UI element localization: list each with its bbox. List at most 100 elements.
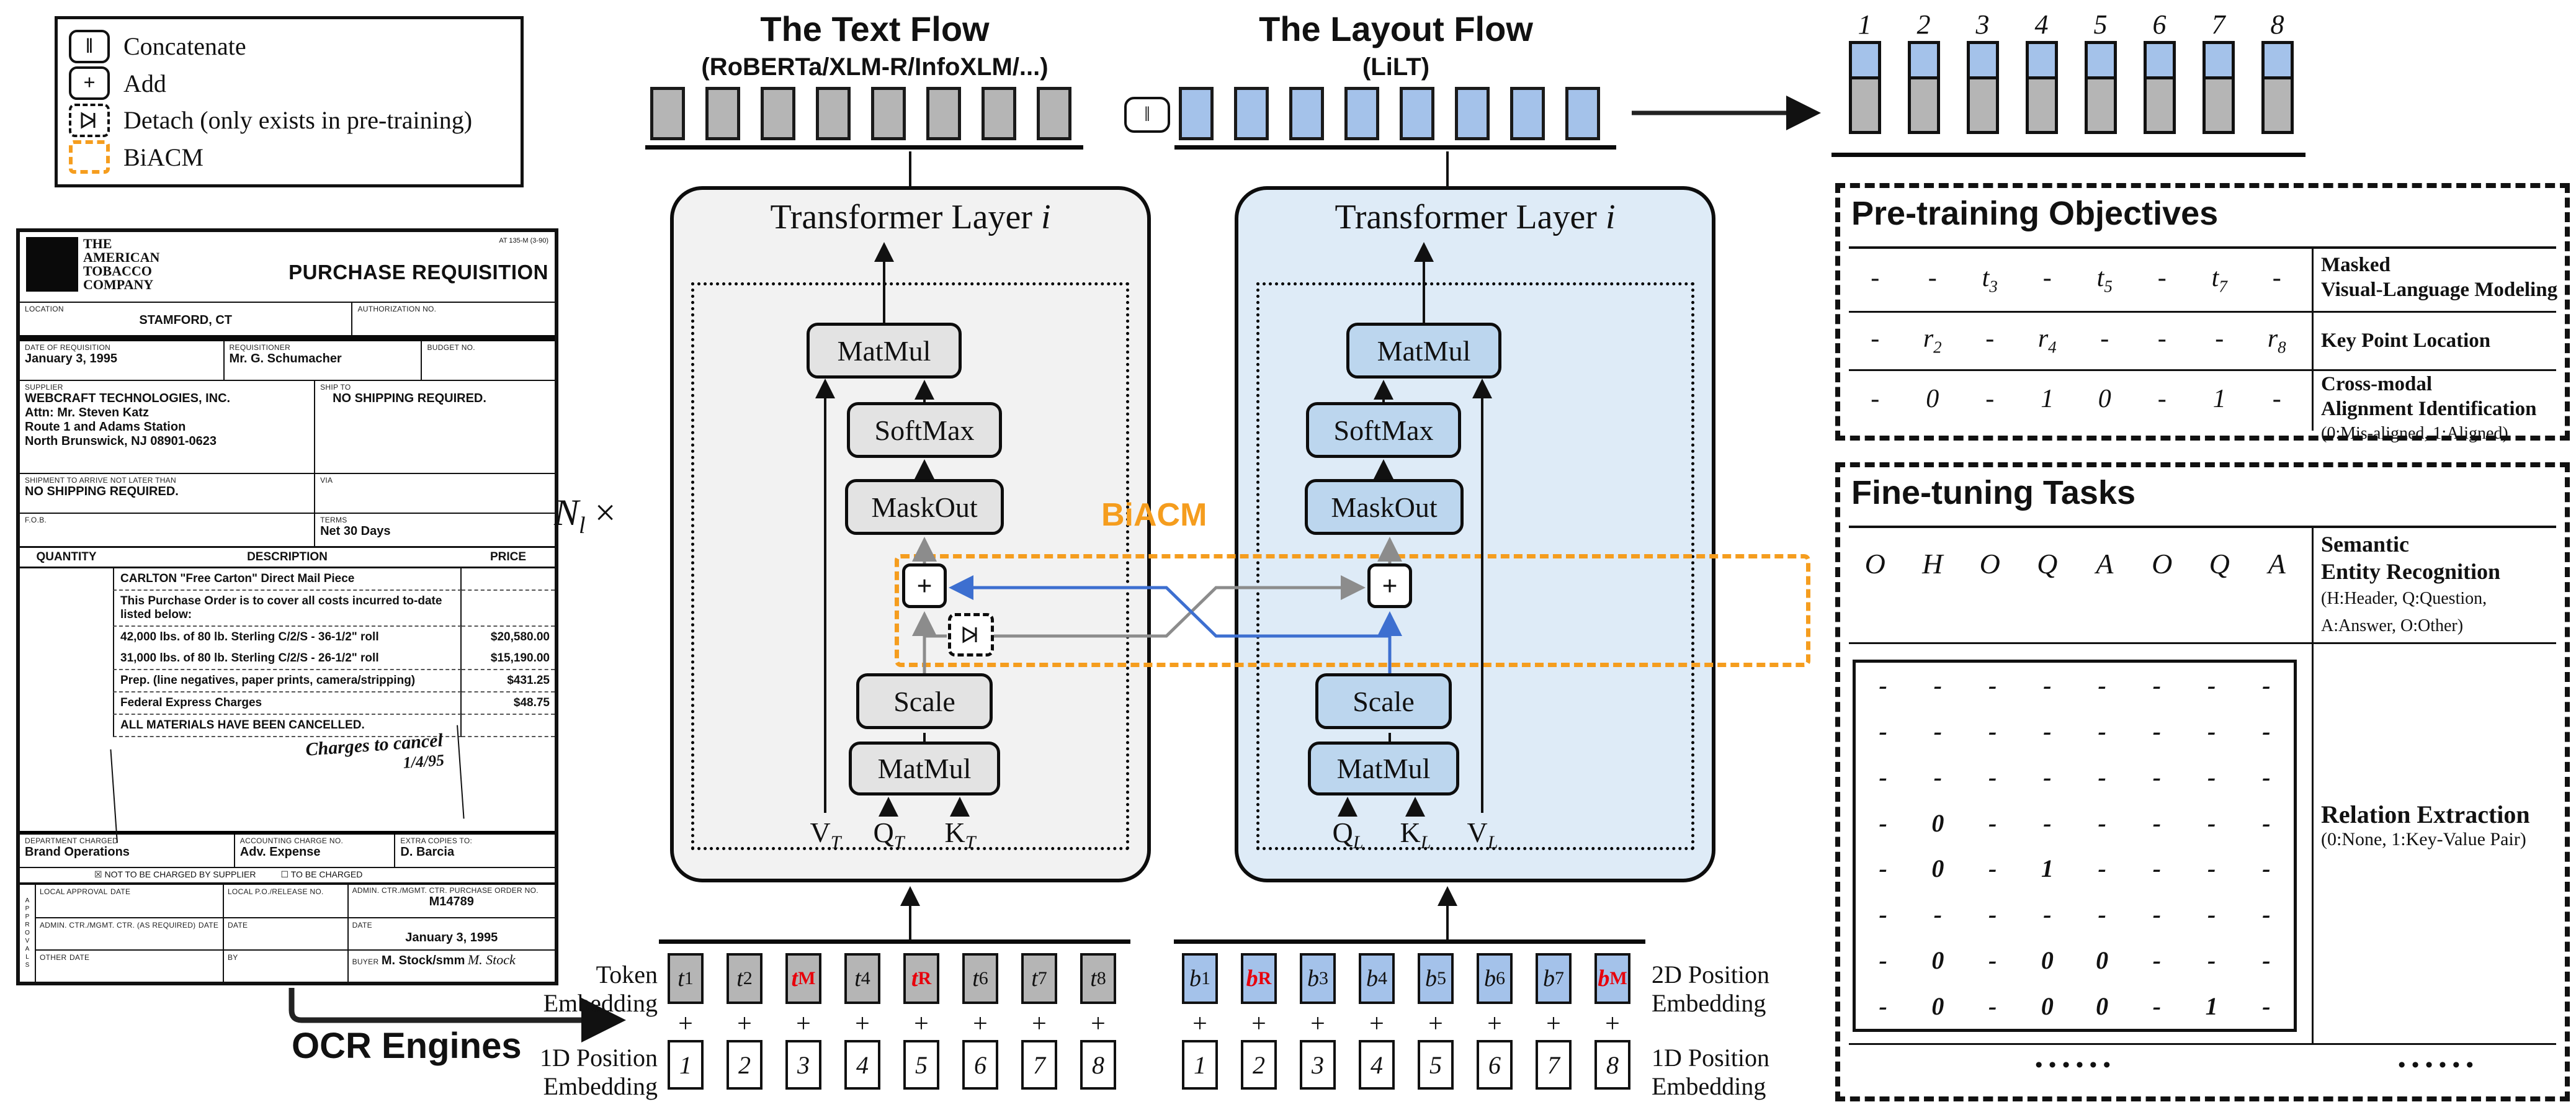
matrix-cell: - <box>2262 854 2271 883</box>
matrix-cell: 1 <box>2041 854 2054 883</box>
matrix-cell: - <box>2152 717 2162 746</box>
column-text-part <box>2084 79 2117 134</box>
layout-q-label: QL <box>1332 817 1364 853</box>
column-text-part <box>2025 79 2058 134</box>
add-symbol: + <box>1546 1010 1561 1038</box>
matrix-cell: - <box>2207 854 2216 883</box>
approvals-section: APPROVALS LOCAL APPROVAL DATE LOCAL P.O.… <box>20 882 555 982</box>
pretraining-panel: Pre-training Objectives --t3-t5-t7- Mask… <box>1835 183 2570 443</box>
ser-cell: O <box>2152 547 2173 580</box>
supplier-label: SUPPLIER <box>25 383 63 392</box>
add-icon: + <box>69 66 110 101</box>
column-text-part <box>1907 79 1940 134</box>
add-symbol: + <box>1428 1010 1443 1038</box>
position-box: 2 <box>1241 1040 1277 1090</box>
objective-cell: t3 <box>1982 264 1998 296</box>
item-row: Prep. (line negatives, paper prints, cam… <box>20 670 555 692</box>
requisitioner-value: Mr. G. Schumacher <box>229 352 342 365</box>
tax-option-1: NOT TO BE CHARGED BY SUPPLIER <box>104 869 256 879</box>
matrix-cell: - <box>2152 763 2162 791</box>
tax-option-2: TO BE CHARGED <box>290 869 363 879</box>
objective-cell: - <box>1871 264 1880 293</box>
text-transformer-layer-title: Transformer Layer i <box>770 198 1051 236</box>
objective-cell: - <box>2272 385 2281 414</box>
text-matmul-top-block: MatMul <box>807 323 962 379</box>
item-row: ALL MATERIALS HAVE BEEN CANCELLED. <box>20 715 555 737</box>
matrix-cell: - <box>2152 992 2162 1020</box>
position-box: 1 <box>668 1040 704 1090</box>
fused-column: 3 <box>1953 9 2012 134</box>
matrix-cell: - <box>1933 900 1943 929</box>
location-value: STAMFORD, CT <box>139 313 233 327</box>
checkbox-unchecked-icon: ☐ <box>280 869 289 879</box>
text-add-block: + <box>902 563 947 608</box>
detach-icon <box>962 626 977 643</box>
objective-cell: - <box>2042 264 2052 293</box>
form-number: AT 135-M (3-90) <box>499 237 548 244</box>
ellipsis-right: •••••• <box>2398 1054 2480 1077</box>
layout-attention-dotted-box <box>1256 282 1694 850</box>
matrix-cell: - <box>1879 809 1887 837</box>
fused-column: 8 <box>2248 9 2307 134</box>
add-symbol: + <box>1369 1010 1384 1038</box>
objective-cell: 1 <box>2041 385 2054 414</box>
matrix-cell: - <box>1879 854 1887 883</box>
column-layout-part <box>2202 41 2235 79</box>
position-box: 3 <box>785 1040 821 1090</box>
via-label: VIA <box>320 476 333 485</box>
matrix-cell: - <box>2152 900 2162 929</box>
matrix-cell: - <box>2043 717 2052 746</box>
item-row: CARLTON "Free Carton" Direct Mail Piece <box>20 568 555 591</box>
matrix-cell: - <box>2207 763 2216 791</box>
matrix-cell: 0 <box>2096 992 2109 1020</box>
supplier-line: Attn: Mr. Steven Katz <box>25 406 150 419</box>
legend-label: Add <box>123 69 166 97</box>
text-output-bars <box>650 87 1071 140</box>
tax-status-row: ☒ NOT TO BE CHARGED BY SUPPLIER ☐ TO BE … <box>20 867 555 882</box>
document-title: PURCHASE REQUISITION <box>288 261 548 284</box>
item-row: Federal Express Charges$48.75 <box>20 692 555 715</box>
position-box: 1 <box>1182 1040 1218 1090</box>
position-box: 6 <box>1477 1040 1513 1090</box>
add-symbol: + <box>914 1010 929 1038</box>
ser-cell: O <box>1979 547 2000 580</box>
matrix-cell: - <box>2262 763 2271 791</box>
kpl-label: Key Point Location <box>2321 329 2491 352</box>
concatenate-icon: ‖ <box>69 29 110 63</box>
num-layers-label: Nl × <box>554 492 616 539</box>
matrix-cell: - <box>2262 671 2271 700</box>
add-symbol: + <box>973 1010 988 1038</box>
biacm-icon <box>69 140 110 174</box>
ser-cell: A <box>2096 547 2114 580</box>
terms-value: Net 30 Days <box>320 524 391 538</box>
acct-value: Adv. Expense <box>239 845 321 859</box>
matrix-cell: - <box>2098 854 2106 883</box>
objective-cell: - <box>2157 385 2167 414</box>
supplier-line: Route 1 and Adams Station <box>25 420 186 434</box>
position-box: 8 <box>1080 1040 1116 1090</box>
layout-matmul-top-block: MatMul <box>1346 323 1501 379</box>
biacm-box <box>895 554 1810 667</box>
terms-label: TERMS <box>320 516 347 524</box>
position-box: 5 <box>1418 1040 1454 1090</box>
objective-cell: - <box>1985 385 1995 414</box>
matrix-cell: - <box>2043 900 2052 929</box>
concatenate-symbol: ‖ <box>1144 103 1150 126</box>
objective-cell: - <box>1985 325 1995 354</box>
objective-cell: r8 <box>2267 325 2286 357</box>
text-embedding-bus <box>659 939 1130 944</box>
item-row: 31,000 lbs. of 80 lb. Sterling C/2/S - 2… <box>20 648 555 670</box>
matrix-cell: - <box>2098 671 2106 700</box>
add-symbol: + <box>1192 1010 1207 1038</box>
layout-flow-subtitle: (LiLT) <box>1362 53 1430 81</box>
